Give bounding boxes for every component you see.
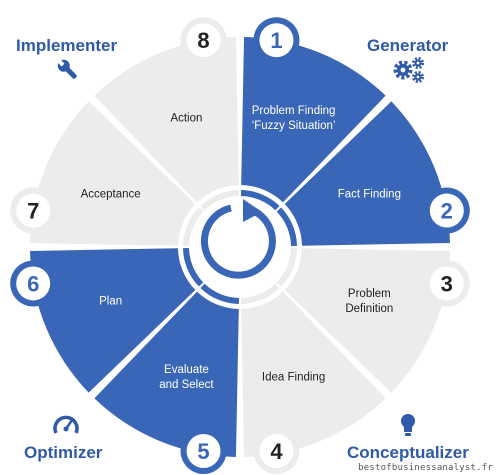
sector-7 xyxy=(30,101,196,246)
sector-label-1: Problem Finding‘Fuzzy Situation’ xyxy=(252,105,336,132)
step-badge-1: 1 xyxy=(253,17,300,64)
center-hub xyxy=(193,199,287,294)
quadrant-label-optimizer: Optimizer xyxy=(24,443,103,462)
speedometer-icon xyxy=(53,415,79,434)
sector-5 xyxy=(94,291,239,457)
step-number-5: 5 xyxy=(197,439,209,464)
step-badge-8: 8 xyxy=(180,17,227,64)
lightbulb-icon xyxy=(401,414,415,436)
sector-6 xyxy=(30,248,196,393)
inner-ring xyxy=(183,190,297,304)
step-badge-3: 3 xyxy=(423,260,470,307)
cycle-arrow-icon xyxy=(201,199,276,279)
sector-label-4: Idea Finding xyxy=(262,371,325,383)
quadrant-label-conceptualizer: Conceptualizer xyxy=(347,443,469,462)
quadrant-label-generator: Generator xyxy=(367,36,449,55)
sector-8 xyxy=(94,37,239,203)
sector-group xyxy=(30,37,450,457)
number-badges: 1 2 3 4 5 6 7 8 xyxy=(10,17,470,474)
step-number-2: 2 xyxy=(441,199,453,224)
step-badge-4: 4 xyxy=(253,428,300,474)
sector-4 xyxy=(241,291,386,457)
inner-ring-arc-6 xyxy=(183,247,204,287)
step-number-3: 3 xyxy=(441,271,453,296)
inner-ring-arc-5 xyxy=(200,283,240,304)
sector-1 xyxy=(241,37,386,203)
inner-ring-arc-7 xyxy=(183,207,204,247)
inner-ring-arc-3 xyxy=(276,247,297,287)
inner-ring-arc-4 xyxy=(240,283,280,304)
sector-label-8: Action xyxy=(170,113,202,125)
sector-3 xyxy=(284,248,450,393)
step-badge-5: 5 xyxy=(180,428,227,474)
inner-ring-arc-8 xyxy=(200,190,240,211)
quadrant-label-implementer: Implementer xyxy=(16,36,118,55)
inner-ring-arc-2 xyxy=(276,207,297,247)
watermark-text: bestofbusinessanalyst.fr xyxy=(358,463,493,473)
sector-label-2: Fact Finding xyxy=(338,188,401,200)
sector-labels: Problem Finding‘Fuzzy Situation’ Fact Fin… xyxy=(81,105,401,391)
step-number-4: 4 xyxy=(270,439,283,464)
sector-label-6: Plan xyxy=(99,296,122,308)
step-badge-7: 7 xyxy=(10,187,57,234)
wrench-icon xyxy=(57,59,77,79)
step-number-1: 1 xyxy=(270,28,282,53)
gears-icon xyxy=(393,57,424,83)
sector-2 xyxy=(284,101,450,246)
step-number-6: 6 xyxy=(27,271,39,296)
step-number-8: 8 xyxy=(197,28,209,53)
inner-ring-arc-1 xyxy=(240,190,280,211)
step-number-7: 7 xyxy=(27,199,39,224)
step-badge-6: 6 xyxy=(10,260,57,307)
sector-label-7: Acceptance xyxy=(81,188,141,200)
step-badge-2: 2 xyxy=(423,187,470,234)
